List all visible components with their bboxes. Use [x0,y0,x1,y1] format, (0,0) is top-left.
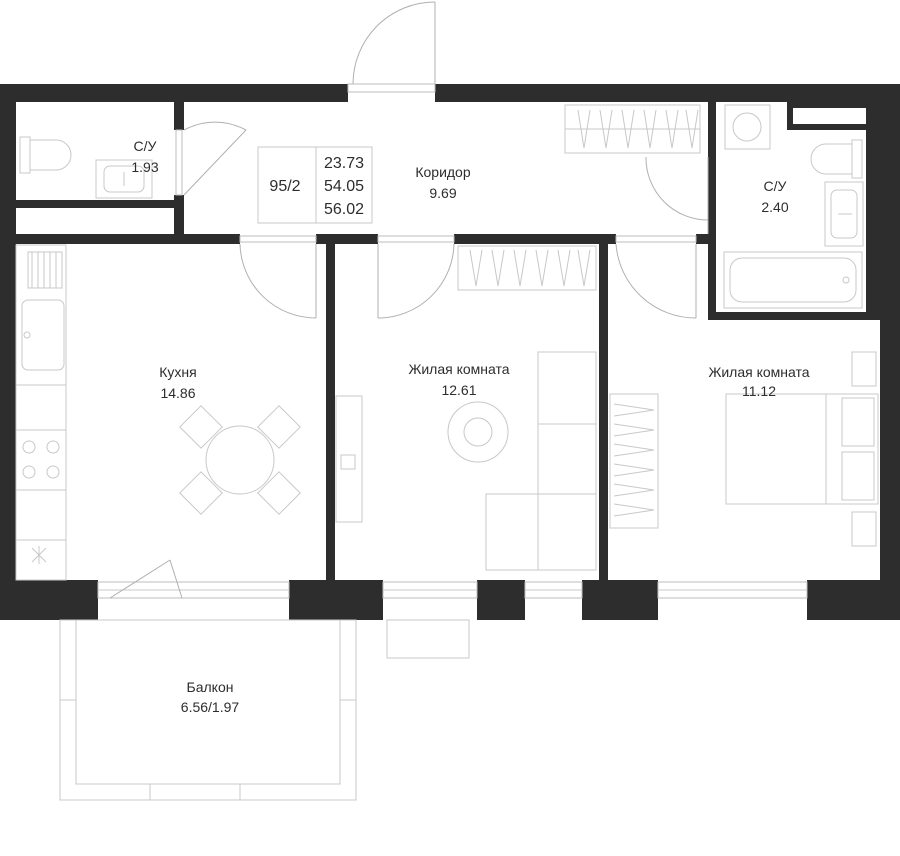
living-area: 23.73 [324,155,364,172]
corridor-name: Коридор [415,164,471,180]
sink-icon [824,181,864,247]
balcony-area: 6.56/1.97 [181,699,240,715]
bath-right-area: 2.40 [761,199,788,215]
corridor-area: 9.69 [429,185,456,201]
wardrobe-3 [609,393,659,529]
washing-machine-icon [724,104,771,150]
tv-stand [335,395,363,523]
kitchen-name: Кухня [159,364,196,380]
kitchen-counter [15,244,67,581]
living-2-name: Жилая комната [708,364,809,380]
wardrobe [564,104,701,154]
furniture [15,104,879,581]
living-1-area: 12.61 [441,382,476,398]
balcony-outline [59,619,470,801]
dining-table [179,405,301,515]
apartment-number: 95/2 [269,178,300,195]
toilet-icon [810,139,863,179]
living-2-area: 11.12 [742,383,776,399]
kitchen-area: 14.86 [160,385,195,401]
rug [447,401,509,463]
doors [109,1,709,599]
sink-icon [95,159,153,199]
windows [97,83,808,599]
bath-right-name: С/У [764,178,787,194]
bath-left-area: 1.93 [131,159,158,175]
bath-left-name: С/У [134,138,157,154]
total-area: 54.05 [324,178,364,195]
toilet-icon [19,136,72,174]
walls [0,84,900,620]
wardrobe-2 [457,245,597,291]
total-area-balcony: 56.02 [324,201,364,218]
labels: С/У 1.93 95/2 23.73 54.05 56.02 Коридор … [131,138,809,715]
sofa [485,351,597,571]
bed [725,351,879,547]
balcony-name: Балкон [187,679,234,695]
bathtub-icon [723,251,863,309]
living-1-name: Жилая комната [408,361,509,377]
